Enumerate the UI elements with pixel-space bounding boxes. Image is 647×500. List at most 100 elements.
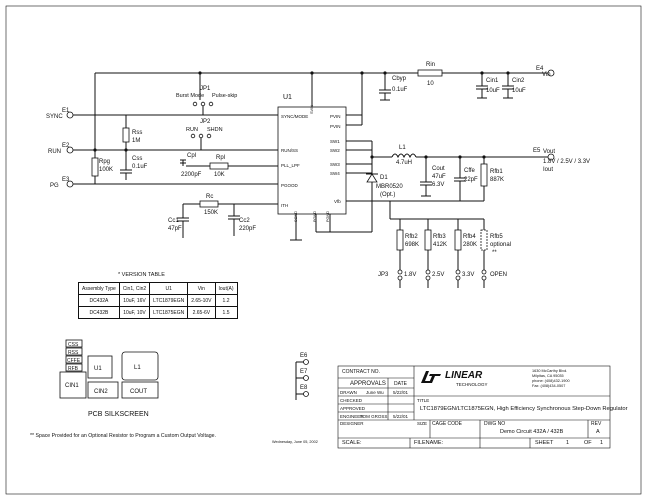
svg-text:Rfb2: Rfb2: [405, 234, 418, 240]
svg-text:10K: 10K: [214, 172, 225, 178]
cbyp-value: 0.1uF: [392, 87, 408, 93]
svg-text:0.1uF: 0.1uF: [132, 164, 148, 170]
tb-dwg-value: Demo Circuit 432A / 432B: [500, 429, 564, 435]
vt-header: Iout(A): [214, 282, 238, 295]
svg-text:280K: 280K: [463, 242, 477, 248]
svg-text:Cc1: Cc1: [168, 218, 179, 224]
svg-text:Rss: Rss: [132, 130, 142, 136]
silk-cffe: CFFE: [67, 358, 81, 364]
vt-cell: 10uF, 16V: [118, 294, 151, 307]
svg-text:220pF: 220pF: [239, 226, 256, 232]
svg-text:100K: 100K: [99, 167, 113, 173]
svg-text:Rfb3: Rfb3: [433, 234, 446, 240]
tb-drawn: DRAWN: [340, 390, 357, 395]
pin-run-ss: RUN/SS: [281, 148, 298, 153]
rfb1-ref: Rfb1: [490, 169, 503, 175]
pin-pgnd2: PGND: [326, 211, 330, 222]
tb-designer: DESIGNER: [340, 421, 364, 426]
svg-text:CIN2: CIN2: [94, 389, 108, 395]
vt-cell: LTC1879EGN: [149, 294, 189, 307]
tb-address-2: Milpitas, CA 95035: [532, 374, 564, 378]
svg-text:Rpg: Rpg: [99, 159, 110, 165]
cin2-value: 10uF: [512, 88, 526, 94]
tb-title: LTC1879EGN/LTC1875EGN, High Efficiency S…: [420, 406, 628, 412]
pin-vfb: Vfb: [334, 199, 341, 204]
rin-value: 10: [427, 81, 434, 87]
tb-size: SIZE: [417, 421, 428, 426]
cffe-value: 22pF: [464, 177, 478, 183]
rfb1-resistor: [480, 163, 488, 187]
silk-rss: RSS: [68, 350, 79, 356]
svg-text:E3: E3: [62, 177, 70, 183]
svg-text:Cc2: Cc2: [239, 218, 250, 224]
tb-engineer-date: 5/22/01: [393, 414, 409, 419]
tb-drawn-by: June Wu: [366, 390, 384, 395]
title-block: [337, 365, 611, 449]
sync-label: SYNC: [46, 114, 63, 120]
vt-header: Vin: [187, 282, 216, 295]
cin1-ref: Cin1: [486, 78, 499, 84]
vt-header: Cin1, Cin2: [118, 282, 151, 295]
rss-resistor: [122, 127, 130, 143]
vt-cell: 1.2: [214, 294, 238, 307]
vt-header: U1: [149, 282, 189, 295]
tb-engineer-name: TOM GROSS: [360, 414, 388, 419]
pin-pvin1: PVIN: [330, 114, 341, 119]
vt-header: Assembly Type: [78, 282, 120, 295]
jp2-label: JP2: [200, 119, 211, 125]
cin1-value: 10uF: [486, 88, 500, 94]
rfb4-branch: Rfb4 280K 3.3V: [454, 219, 477, 288]
svg-text:L1: L1: [134, 365, 141, 371]
svg-text:150K: 150K: [204, 210, 218, 216]
tb-dwg: DWG NO: [484, 421, 506, 427]
silk-cin2-pad: [87, 381, 119, 399]
svg-text:**: **: [492, 250, 497, 256]
svg-text:412K: 412K: [433, 242, 447, 248]
jp3-label: JP3: [378, 272, 389, 278]
vt-cell: 1.5: [214, 306, 238, 319]
rc-resistor: [199, 200, 219, 208]
tb-checked: CHECKED: [340, 398, 363, 403]
tb-rev: REV: [591, 421, 602, 427]
cbyp-ref: Cbyp: [392, 76, 407, 82]
cout-voltage: 6.3V: [432, 182, 444, 188]
cout-ref: Cout: [432, 166, 445, 172]
svg-text:Rc: Rc: [206, 194, 213, 200]
vt-cell: 10uF, 10V: [118, 306, 151, 319]
svg-text:2.5V: 2.5V: [432, 272, 444, 278]
tb-approved: APPROVED: [340, 406, 366, 411]
vt-cell: 2.65-10V: [187, 294, 216, 307]
svg-text:1M: 1M: [132, 138, 140, 144]
pin-sync-mode: SYNC/MODE: [281, 114, 308, 119]
e6-label: E6: [300, 353, 308, 359]
tb-title-label: TITLE: [417, 398, 430, 403]
l1-inductor: [391, 153, 417, 159]
rpl-resistor: [209, 162, 229, 170]
svg-text:1.8V: 1.8V: [404, 272, 416, 278]
svg-text:CIN1: CIN1: [65, 383, 79, 389]
version-table-title: * VERSION TABLE: [118, 272, 165, 278]
tb-drawn-date: 5/22/01: [393, 390, 409, 395]
svg-text:3.3V: 3.3V: [462, 272, 474, 278]
pg-label: PG: [50, 183, 59, 189]
tb-company: LINEAR: [445, 370, 483, 381]
silk-css: CSS: [68, 342, 79, 348]
vt-cell: DC432B: [78, 306, 120, 319]
pin-pll-lpf: PLL_LPF: [281, 163, 300, 168]
tb-address-3: phone: (408)432-1900: [532, 379, 570, 383]
l1-ref: L1: [399, 145, 406, 151]
tb-address-1: 1630 McCarthy Blvd.: [532, 369, 568, 373]
tb-approvals: APPROVALS: [350, 381, 386, 387]
pin-sw1: SW1: [330, 139, 340, 144]
svg-text:Css: Css: [132, 156, 142, 162]
vout-terminal: [547, 153, 555, 161]
cffe-ref: Cffe: [464, 168, 476, 174]
svg-text:Pulse-skip: Pulse-skip: [212, 93, 237, 99]
tb-print-date: Wednesday, June 05, 2002: [272, 440, 318, 444]
svg-text:optional: optional: [490, 242, 511, 248]
svg-text:2200pF: 2200pF: [181, 172, 202, 178]
footnote: ** Space Provided for an Optional Resist…: [30, 433, 216, 439]
rfb2-branch: Rfb2 698K 1.8V: [396, 219, 419, 288]
